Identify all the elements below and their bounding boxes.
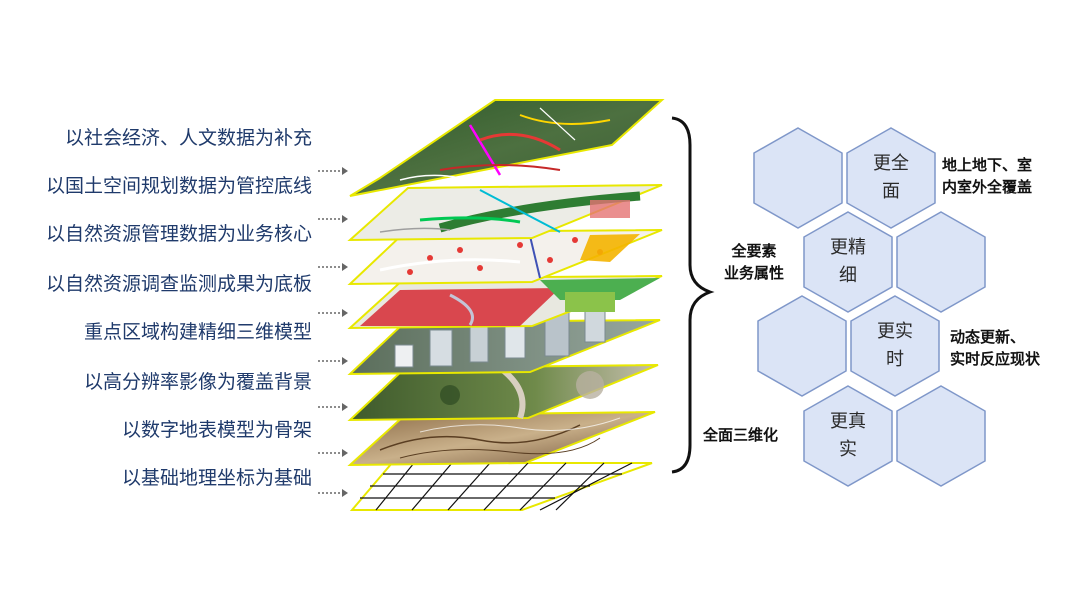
layer-label-survey: 以自然资源调查监测成果为底板: [45, 273, 312, 295]
hexagon-real: [803, 385, 893, 487]
hexagon-full-line-1: 更全: [873, 153, 909, 174]
note-dynamic-line-2: 实时反应现状: [950, 350, 1041, 368]
hexagon-full-line-2: 面: [882, 181, 900, 202]
arrow-5-icon: [318, 357, 348, 365]
layer-terrain: [347, 411, 656, 467]
layer-label-socioeconomic: 以社会经济、人文数据为补充: [64, 127, 312, 149]
arrow-7-icon: [318, 449, 348, 457]
layer-planning: [347, 184, 663, 242]
layer-label-terrain: 以数字地表模型为骨架: [121, 419, 312, 441]
hexagon-live-line-1: 更实: [877, 321, 913, 342]
hexagon-live-line-2: 时: [886, 349, 904, 370]
hexagon-real-line-2: 实: [839, 439, 857, 460]
layer-label-imagery: 以高分辨率影像为覆盖背景: [83, 371, 312, 393]
note-full-line-2: 内室外全覆盖: [942, 178, 1033, 196]
hexagon-live-label: 更实 时: [855, 318, 935, 374]
arrow-2-icon: [318, 215, 348, 223]
hexagon-empty-top-left: [753, 127, 843, 229]
note-elements-line-2: 业务属性: [724, 264, 785, 282]
hexagon-real-label: 更真 实: [808, 408, 888, 464]
hexagon-empty-mid-left: [757, 295, 847, 397]
note-full-line-1: 地上地下、室: [942, 156, 1033, 174]
arrow-6-icon: [318, 403, 348, 411]
note-dynamic-update: 动态更新、 实时反应现状: [950, 326, 1040, 370]
hexagon-fine-line-2: 细: [839, 265, 857, 286]
hexagon-fine: [803, 211, 893, 313]
hexagon-fine-label: 更精 细: [808, 234, 888, 290]
hexagon-live: [850, 295, 940, 397]
arrow-1-icon: [318, 167, 348, 175]
hexagon-full: [846, 127, 936, 229]
hexagon-full-label: 更全 面: [851, 150, 931, 206]
arrow-4-icon: [318, 309, 348, 317]
note-dynamic-line-1: 动态更新、: [950, 328, 1026, 346]
hexagon-real-line-1: 更真: [830, 411, 866, 432]
note-full-3d: 全面三维化: [703, 426, 779, 444]
arrow-8-icon: [318, 489, 348, 497]
group-brace: [671, 116, 715, 474]
hexagon-fine-line-1: 更精: [830, 237, 866, 258]
hexagon-empty-mid-right: [896, 211, 986, 313]
layer-label-3d-model: 重点区域构建精细三维模型: [83, 321, 312, 343]
layer-grid: [349, 462, 653, 511]
layer-label-planning: 以国土空间规划数据为管控底线: [45, 175, 312, 197]
arrow-3-icon: [318, 263, 348, 271]
layer-label-coordinates: 以基础地理坐标为基础: [121, 467, 312, 489]
note-elements-line-1: 全要素: [731, 242, 777, 260]
note-all-elements: 全要素 业务属性: [724, 240, 784, 284]
hexagon-empty-bottom-right: [896, 385, 986, 487]
layer-label-management: 以自然资源管理数据为业务核心: [45, 223, 312, 245]
layer-management: [347, 229, 663, 286]
layer-socioeconomic: [349, 99, 665, 197]
note-full-coverage: 地上地下、室 内室外全覆盖: [942, 154, 1032, 198]
layer-survey: [347, 275, 663, 330]
